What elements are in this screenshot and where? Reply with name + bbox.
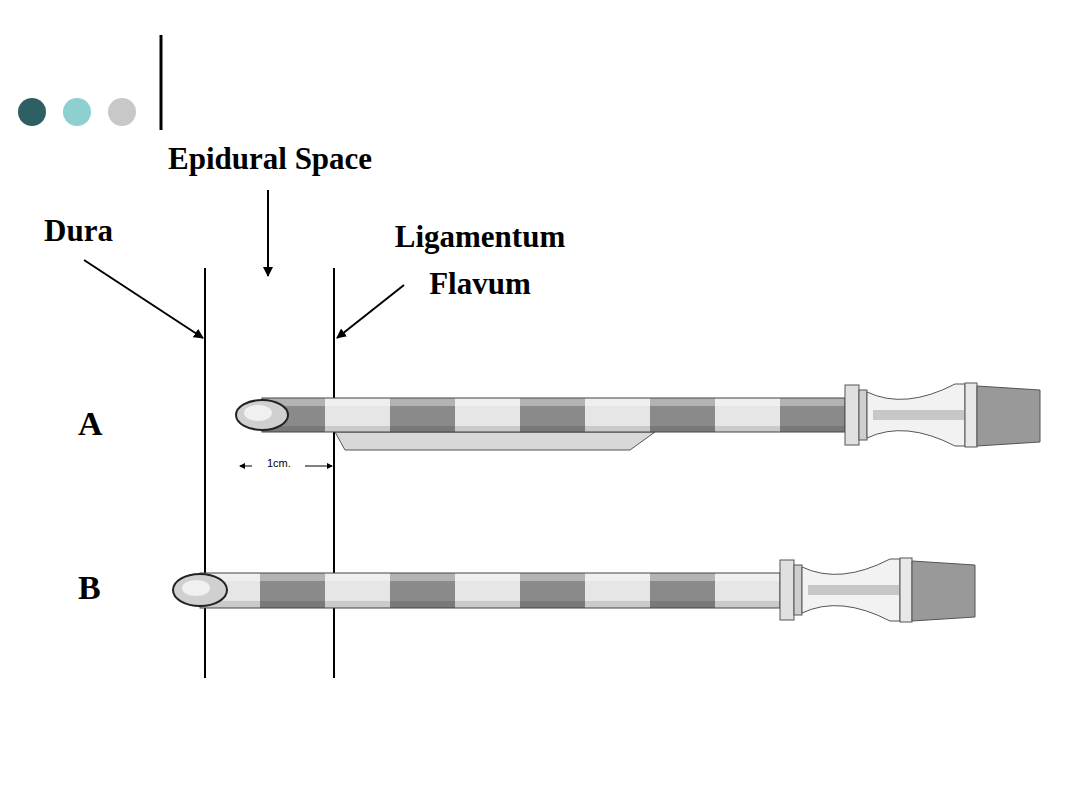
space-label: Epidural Space	[168, 140, 372, 177]
membrane-label: Dura	[44, 212, 113, 249]
dimension-label: 1cm.	[267, 458, 291, 469]
ligament-label: Ligamentum Flavum	[355, 214, 605, 307]
needle-letter: A	[78, 404, 103, 445]
needle-letter: B	[78, 568, 101, 609]
